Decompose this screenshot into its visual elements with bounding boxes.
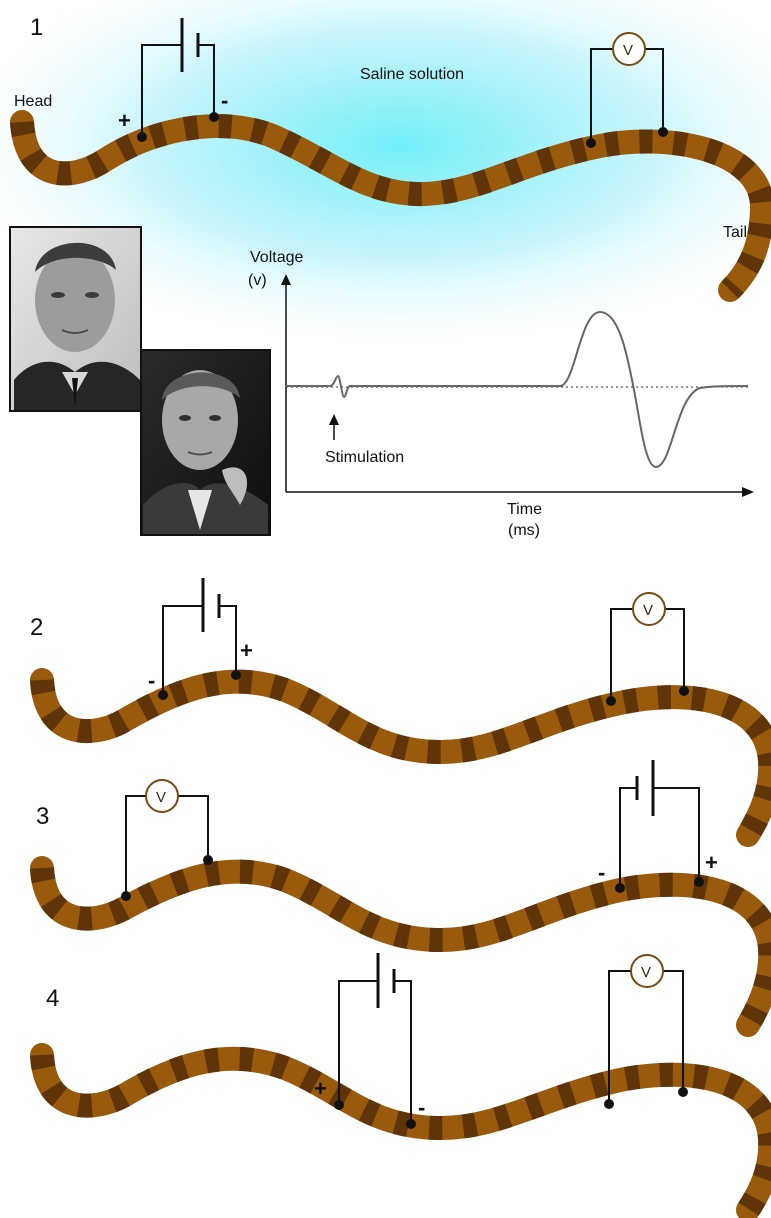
- stimulator-wire: [338, 980, 412, 1124]
- polarity-sign: +: [705, 850, 718, 875]
- panel-number: 4: [46, 985, 59, 1012]
- portrait-photo-1: [9, 226, 142, 412]
- tail-label: Tail: [723, 224, 747, 241]
- x-axis-label: Time: [507, 501, 542, 518]
- voltmeter: [630, 954, 664, 988]
- panel-4: 4 + - V: [30, 953, 771, 1218]
- polarity-sign: +: [240, 638, 253, 663]
- voltmeter-wire: [608, 970, 684, 1104]
- voltmeter-label: V: [156, 789, 166, 806]
- panel-2: 2 - + V: [30, 578, 771, 847]
- axon-segments: [30, 669, 771, 842]
- electrode-contact: [334, 1100, 344, 1110]
- stimulator-wire: [162, 605, 237, 695]
- x-axis-unit: (ms): [508, 522, 540, 539]
- polarity-sign: +: [118, 108, 131, 133]
- voltmeter: [632, 592, 666, 626]
- electrode-contact: [137, 132, 147, 142]
- head-label: Head: [14, 93, 52, 110]
- voltmeter: [145, 779, 179, 813]
- panel-3: 3 V - +: [30, 760, 771, 1037]
- electrode-contact: [615, 883, 625, 893]
- polarity-sign: -: [418, 1095, 425, 1120]
- polarity-sign: -: [221, 88, 228, 113]
- stimulator-wire: [141, 44, 215, 137]
- axon-segments: [30, 1046, 771, 1217]
- portrait-photo-2: [140, 349, 271, 536]
- axon-segments: [30, 859, 771, 1032]
- electrode-contact: [406, 1119, 416, 1129]
- electrode-contact: [209, 112, 219, 122]
- electrode-contact: [231, 670, 241, 680]
- stimulation-arrowhead: [329, 414, 339, 425]
- voltage-trace: [286, 310, 749, 469]
- voltmeter-wire: [590, 48, 664, 143]
- stimulator-wire: [619, 787, 700, 888]
- voltmeter-label: V: [643, 602, 653, 619]
- voltmeter-label: V: [623, 42, 633, 59]
- voltmeter: [612, 32, 646, 66]
- electrode-contact: [586, 138, 596, 148]
- electrode-contact: [121, 891, 131, 901]
- saline-label: Saline solution: [360, 66, 464, 83]
- panel-number: 2: [30, 614, 43, 641]
- polarity-sign: -: [148, 668, 155, 693]
- x-axis-arrow: [742, 487, 754, 497]
- electrode-contact: [606, 696, 616, 706]
- electrode-contact: [203, 855, 213, 865]
- voltmeter-label: V: [641, 964, 651, 981]
- stimulation-label: Stimulation: [325, 449, 404, 466]
- panel-number: 3: [36, 803, 49, 830]
- y-axis-label: Voltage: [250, 249, 303, 266]
- panel-number: 1: [30, 14, 43, 41]
- electrode-contact: [658, 127, 668, 137]
- electrode-contact: [604, 1099, 614, 1109]
- electrode-contact: [694, 877, 704, 887]
- polarity-sign: -: [598, 860, 605, 885]
- polarity-sign: +: [314, 1076, 327, 1101]
- voltmeter-wire: [610, 608, 685, 701]
- axon: [10, 110, 771, 302]
- panel-1: 1 Head Saline solution Tail + - V: [0, 0, 771, 355]
- y-axis-arrow: [281, 274, 291, 285]
- voltage-chart: Voltage (v) Stimulation Time (ms): [248, 249, 754, 539]
- electrode-contact: [158, 690, 168, 700]
- voltmeter-wire: [125, 795, 209, 896]
- y-axis-unit: (v): [248, 272, 267, 289]
- electrode-contact: [679, 686, 689, 696]
- electrode-contact: [678, 1087, 688, 1097]
